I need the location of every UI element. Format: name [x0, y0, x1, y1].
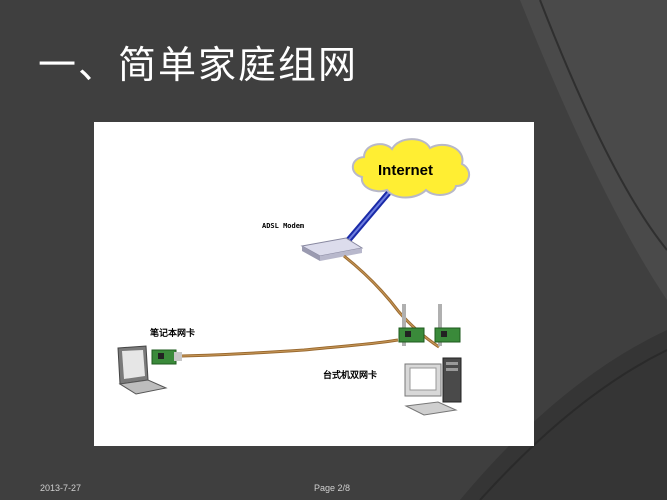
internet-label: Internet [378, 162, 434, 179]
desktop-nic-icon [398, 304, 461, 346]
desktop-computer-icon [404, 357, 462, 416]
laptop-icon [117, 345, 168, 395]
internet-cloud-icon [351, 138, 471, 199]
laptop-nic-icon [151, 349, 182, 365]
modem-label: ADSL Modem [262, 222, 305, 230]
adsl-modem-icon [300, 237, 364, 261]
footer-page-number: Page 2/8 [314, 483, 351, 493]
footer-date: 2013-7-27 [40, 483, 82, 493]
slide-title: 一、简单家庭组网 [38, 43, 359, 87]
laptop-nic-label: 笔记本网卡 [150, 329, 196, 339]
network-diagram: Internet ADSL Modem 笔记本网卡 台式机双网卡 [94, 122, 534, 446]
lan-cables [181, 254, 440, 358]
desktop-nic-label: 台式机双网卡 [323, 371, 378, 381]
internet-link-cable [343, 188, 394, 245]
